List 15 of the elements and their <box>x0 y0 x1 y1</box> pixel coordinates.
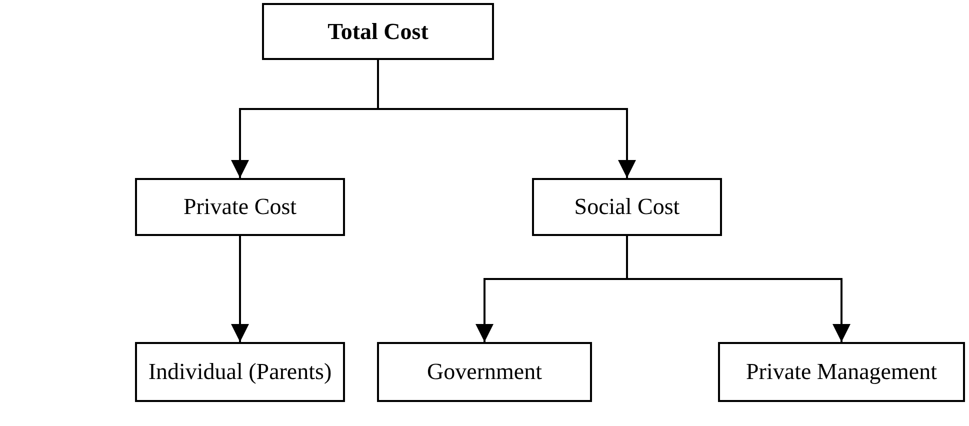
box-label: Social Cost <box>574 194 680 220</box>
cost-box <box>135 342 345 402</box>
box-label: Total Cost <box>328 18 428 44</box>
cost-box <box>718 342 965 402</box>
box-label: Individual (Parents) <box>148 359 332 385</box>
box-label: Government <box>427 359 542 385</box>
box-label: Private Management <box>746 359 937 385</box>
cost-box <box>532 178 722 236</box>
connector-arrow <box>231 236 249 342</box>
cost-box <box>262 3 494 60</box>
box-label: Private Cost <box>183 194 297 220</box>
cost-box <box>135 178 345 236</box>
connector-arrow <box>377 60 636 178</box>
connector-arrow <box>626 236 850 342</box>
cost-box <box>377 342 592 402</box>
